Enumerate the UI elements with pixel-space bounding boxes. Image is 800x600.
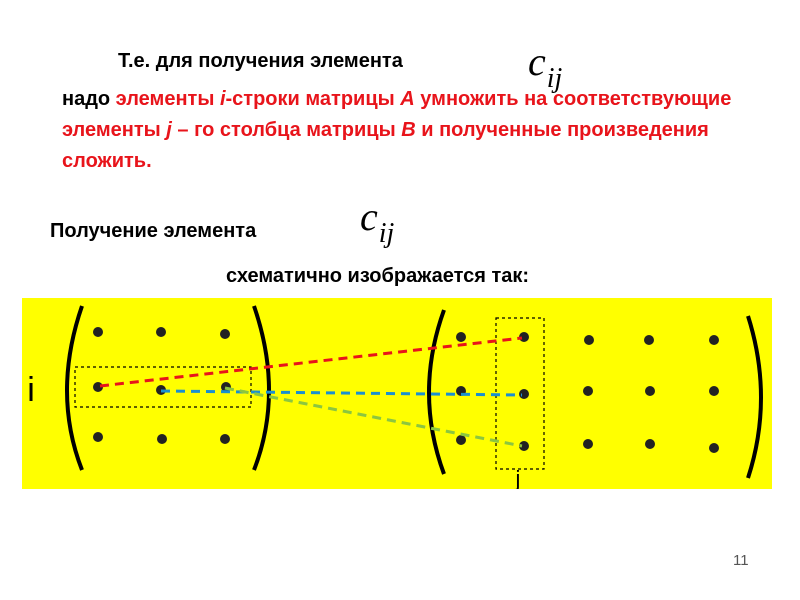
matrix-a-right-bracket xyxy=(252,305,271,471)
cij-symbol-2-sub: ij xyxy=(378,218,395,249)
b-element xyxy=(644,335,654,345)
cij-symbol-2-main: c xyxy=(360,194,378,239)
product-line-blue xyxy=(160,389,523,397)
para-part4: -строки матрицы xyxy=(225,88,401,110)
product-line-green xyxy=(224,386,523,448)
a-element xyxy=(156,327,166,337)
a-element xyxy=(220,329,230,339)
column-j-highlight xyxy=(495,317,545,470)
matrix-b-left-bracket xyxy=(427,309,446,475)
cij-symbol-main: c xyxy=(528,39,546,84)
row-label-i: i xyxy=(27,371,35,409)
caption-text: схематично изображается так: xyxy=(226,265,530,287)
b-element xyxy=(519,389,529,399)
para-part6: умножить на соответствующие элементы xyxy=(62,88,732,141)
cij-symbol-2: cij xyxy=(360,193,394,249)
para-i: i xyxy=(219,88,226,110)
para-part10: и полученные произведения сложить. xyxy=(62,119,709,172)
matrix-a-left-bracket xyxy=(65,305,84,471)
matrix-b-elements xyxy=(456,332,719,453)
matrix-scheme: i j xyxy=(22,298,772,489)
a-element xyxy=(157,434,167,444)
scheme-background xyxy=(22,298,772,489)
a-element xyxy=(93,327,103,337)
b-element xyxy=(645,386,655,396)
product-line-red xyxy=(99,336,523,388)
subheading-text: Получение элемента xyxy=(50,220,257,242)
a-element xyxy=(93,432,103,442)
b-element xyxy=(709,335,719,345)
page-number: 11 xyxy=(733,552,749,569)
para-a: A xyxy=(400,88,415,110)
a-element xyxy=(220,434,230,444)
heading-text: Т.е. для получения элемента xyxy=(118,50,403,72)
b-element xyxy=(519,441,529,451)
b-element xyxy=(583,439,593,449)
para-b: B xyxy=(401,119,416,141)
para-part1: надо xyxy=(62,88,116,110)
b-element xyxy=(709,386,719,396)
para-part2: элементы xyxy=(115,88,220,110)
explanation-paragraph: надо элементы i-строки матрицы A умножит… xyxy=(62,84,762,177)
cij-symbol-sub: ij xyxy=(546,63,563,94)
column-label-j: j xyxy=(515,466,521,489)
cij-symbol: cij xyxy=(528,38,562,94)
b-element xyxy=(583,386,593,396)
para-j: j xyxy=(166,119,172,141)
para-part8: – го столбца матрицы xyxy=(171,119,402,141)
b-element xyxy=(456,435,466,445)
b-element xyxy=(584,335,594,345)
b-element xyxy=(709,443,719,453)
b-element xyxy=(456,332,466,342)
b-element xyxy=(645,439,655,449)
matrix-b-right-bracket xyxy=(746,315,763,479)
